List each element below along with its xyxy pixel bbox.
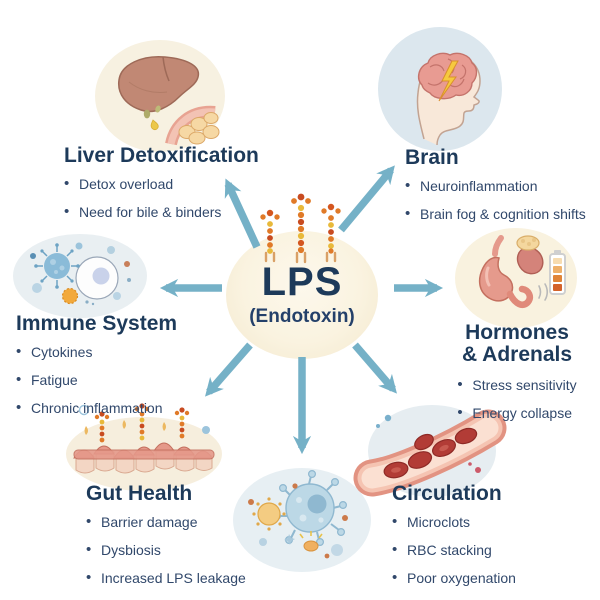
immune-cells-icon <box>13 234 147 318</box>
immune-bullets: Cytokines Fatigue Chronic inflammation <box>16 343 196 417</box>
bullet-item: Poor oxygenation <box>392 569 557 586</box>
bullet-item: Detox overload <box>64 175 269 192</box>
bullet-item: Cytokines <box>16 343 196 360</box>
immune-title: Immune System <box>16 312 178 335</box>
node-gut: Gut Health Barrier damage Dysbiosis Incr… <box>86 482 286 598</box>
hormones-bullets: Stress sensitivity Energy collapse <box>457 376 576 433</box>
liver-icon <box>95 40 225 152</box>
liver-bullets: Detox overload Need for bile & binders <box>64 175 269 220</box>
arrow-to-circulation <box>352 342 397 394</box>
bullet-item: Neuroinflammation <box>405 177 597 194</box>
brain-title: Brain <box>405 146 459 169</box>
bullet-item: Need for bile & binders <box>64 203 269 220</box>
bullet-item: Stress sensitivity <box>457 376 576 393</box>
circulation-bullets: Microclots RBC stacking Poor oxygenation <box>392 513 557 587</box>
circulation-title: Circulation <box>392 482 502 505</box>
endotoxin-label: (Endotoxin) <box>249 306 355 327</box>
hormones-title: Hormones & Adrenals <box>446 321 588 367</box>
bullet-item: RBC stacking <box>392 541 557 558</box>
bullet-item: Fatigue <box>16 371 196 388</box>
gut-barrier-icon <box>66 403 222 491</box>
node-circulation: Circulation Microclots RBC stacking Poor… <box>392 482 557 598</box>
brain-icon <box>378 27 502 151</box>
arrow-to-brain <box>338 165 395 233</box>
bullet-item: Increased LPS leakage <box>86 569 286 586</box>
bullet-item: Barrier damage <box>86 513 286 530</box>
hormones-adrenals-icon <box>455 228 577 328</box>
brain-bullets: Neuroinflammation Brain fog & cognition … <box>405 177 597 222</box>
arrow-to-gut <box>205 342 253 397</box>
gut-bullets: Barrier damage Dysbiosis Increased LPS l… <box>86 513 286 587</box>
lps-center-node: LPS (Endotoxin) <box>226 231 378 359</box>
hormones-title-line2: & Adrenals <box>461 343 573 367</box>
hormones-title-line1: Hormones <box>465 321 569 344</box>
bullet-item: Microclots <box>392 513 557 530</box>
node-hormones: Hormones & Adrenals Stress sensitivity E… <box>446 321 588 433</box>
lps-label: LPS <box>261 260 343 304</box>
liver-title: Liver Detoxification <box>64 144 259 167</box>
bullet-item: Chronic inflammation <box>16 399 196 416</box>
node-immune: Immune System Cytokines Fatigue Chronic … <box>16 312 196 428</box>
gut-title: Gut Health <box>86 482 193 505</box>
node-brain: Brain Neuroinflammation Brain fog & cogn… <box>405 146 597 234</box>
bullet-item: Energy collapse <box>457 404 576 421</box>
node-liver: Liver Detoxification Detox overload Need… <box>64 144 269 232</box>
bullet-item: Dysbiosis <box>86 541 286 558</box>
circulation-vessel-icon <box>353 405 507 497</box>
bullet-item: Brain fog & cognition shifts <box>405 205 597 222</box>
